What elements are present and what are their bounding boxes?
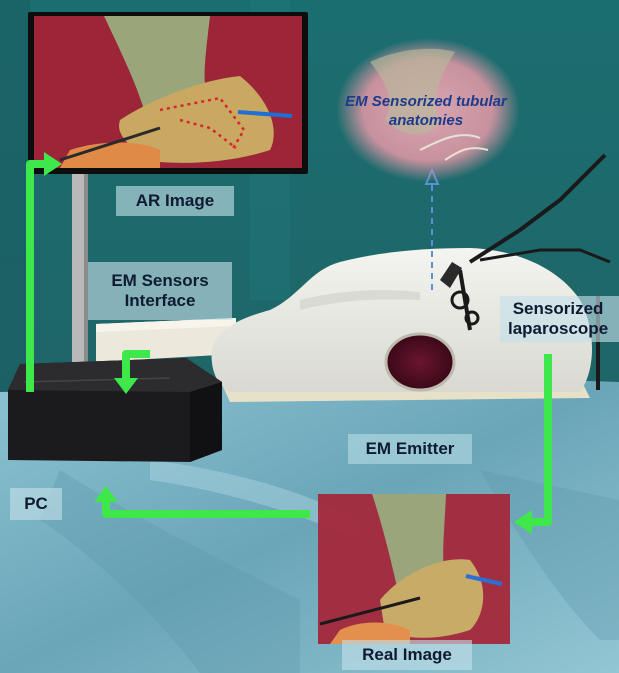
label-em-sensors-interface: EM Sensors Interface xyxy=(88,262,232,320)
label-ar-image: AR Image xyxy=(116,186,234,216)
label-sensorized-laparoscope: Sensorized laparoscope xyxy=(500,296,619,342)
label-pc: PC xyxy=(10,488,62,520)
label-em-sensorized-tubular: EM Sensorized tubular anatomies xyxy=(340,92,512,140)
pc-box-front xyxy=(190,382,222,462)
label-real-image: Real Image xyxy=(342,640,472,670)
label-em-emitter: EM Emitter xyxy=(348,434,472,464)
